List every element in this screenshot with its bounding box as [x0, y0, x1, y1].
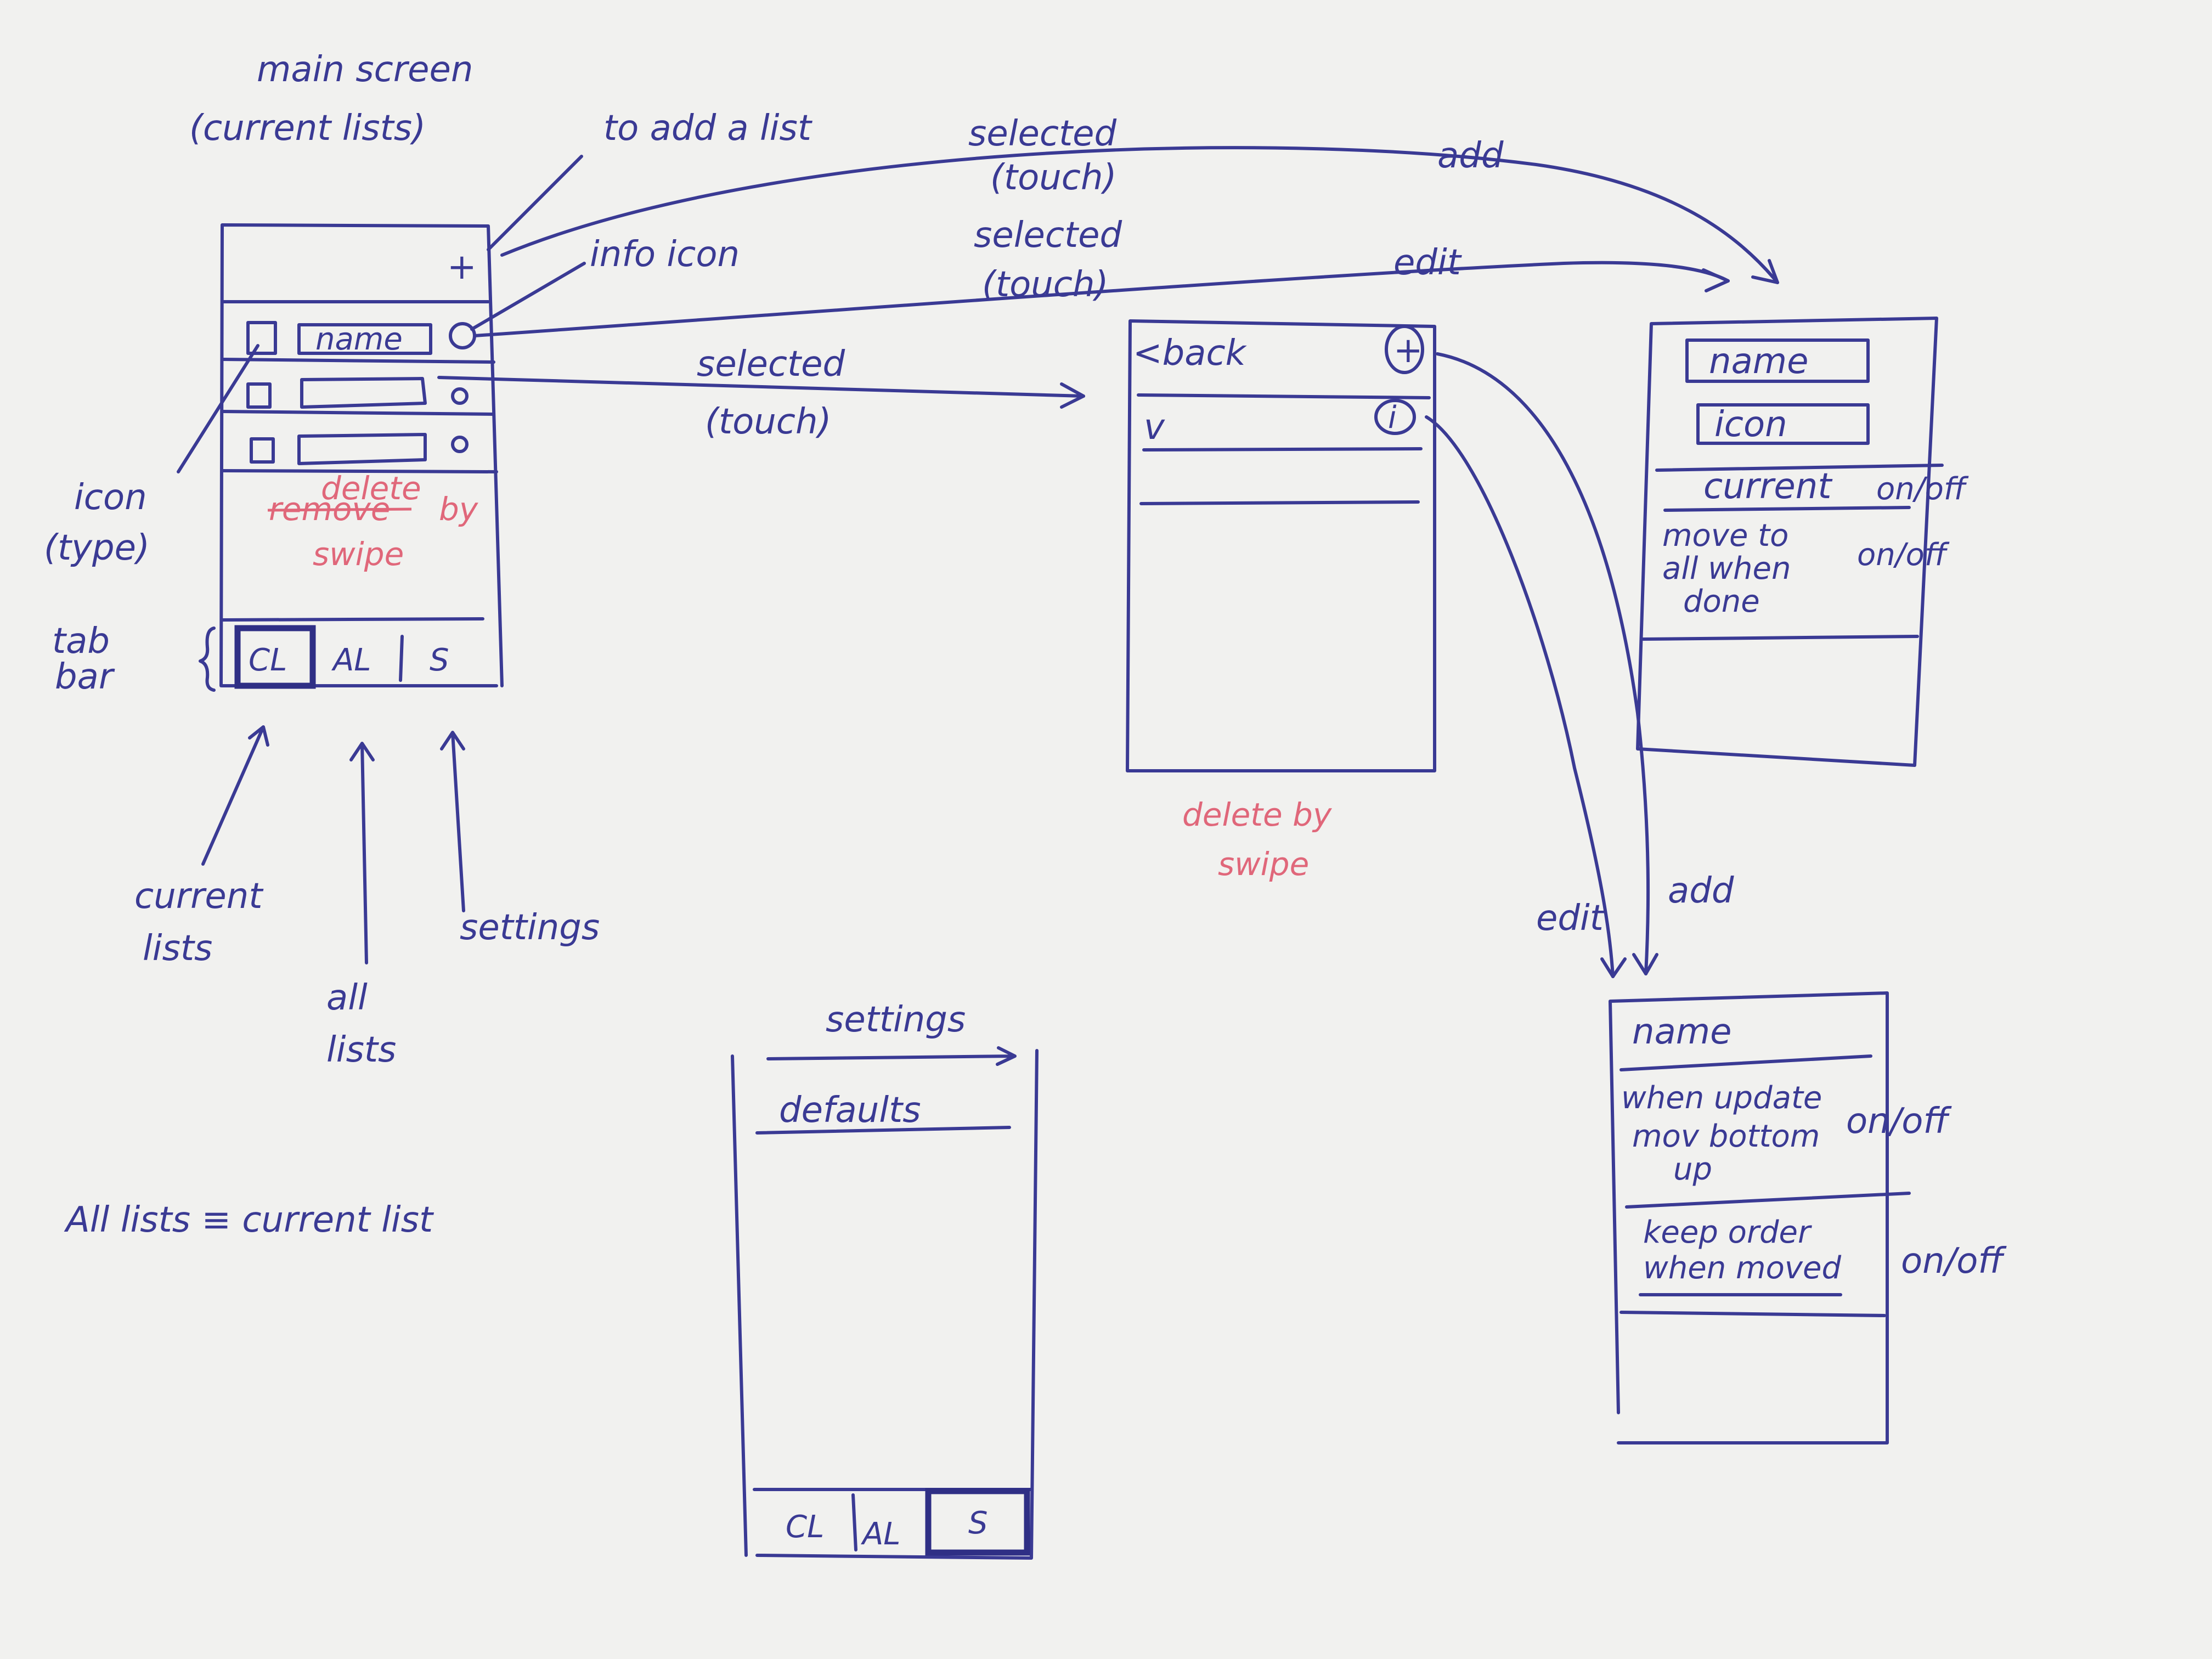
arrow-edit-list: [473, 261, 1730, 337]
settings-screen-frame: [731, 1049, 1039, 1560]
move-to-all-line-3: done: [1683, 584, 1760, 619]
edit-list-screen-frame: [1636, 317, 1938, 767]
list-name-field[interactable]: [1685, 338, 1870, 383]
list-screen-frame: [1126, 319, 1436, 772]
settings-title: settings: [826, 1000, 966, 1040]
icon-type-label-2: (type): [44, 528, 150, 568]
current-lists-label-2: lists: [143, 928, 212, 969]
main-screen-title: main screen: [257, 49, 473, 90]
move-to-all-toggle[interactable]: on/off: [1857, 537, 1950, 573]
settings-tab-al[interactable]: AL: [861, 1516, 901, 1552]
tab-bar-label: tab: [52, 621, 110, 662]
main-screen-subtitle: (current lists): [189, 108, 426, 149]
list-delete-note-2: swipe: [1218, 845, 1309, 883]
item-info-icon-outline: [1374, 399, 1416, 435]
arrow-add-list: [500, 146, 1779, 284]
item-name-label[interactable]: name: [1632, 1012, 1732, 1052]
info-icon[interactable]: [449, 322, 476, 349]
list-name-label: name: [315, 321, 403, 357]
list-type-icon: [250, 437, 275, 464]
info-icon-label: info icon: [590, 234, 740, 275]
leader-line: [177, 344, 259, 473]
transition-arrows: selected (touch) add selected (touch) ed…: [437, 114, 1779, 978]
main-screen-frame: [219, 223, 504, 687]
add-item-button[interactable]: +: [1393, 330, 1423, 371]
list-icon-field-label: icon: [1714, 404, 1787, 445]
keep-order-line-1: keep order: [1643, 1215, 1812, 1250]
delete-note-inserted: delete: [321, 470, 421, 507]
main-screen: + name delete remove by swipe CL AL S: [199, 223, 504, 692]
list-icon-field[interactable]: [1696, 403, 1870, 445]
update-line-1: when update: [1621, 1080, 1822, 1116]
keep-order-line-2: when moved: [1643, 1250, 1841, 1286]
list-type-icon: [246, 321, 277, 355]
add-label-top: add: [1437, 136, 1504, 176]
list-name-field[interactable]: [297, 323, 432, 355]
settings-tab-s[interactable]: S: [968, 1505, 988, 1541]
list-name-field[interactable]: [300, 377, 427, 409]
info-icon[interactable]: [451, 436, 469, 453]
move-to-all-line-1: move to: [1662, 518, 1788, 554]
selected-label-3: selected: [697, 344, 845, 385]
leader-line: [487, 155, 583, 251]
update-line-3: up: [1673, 1152, 1712, 1187]
arrow-add-item: [1436, 352, 1650, 975]
touch-label-1: (touch): [990, 157, 1117, 198]
settings-tab-s-active-outline: [925, 1488, 1030, 1556]
add-item-button-outline: [1385, 325, 1424, 374]
add-list-glyph[interactable]: +: [447, 247, 477, 287]
edit-item-screen: name when update mov bottom up on/off ke…: [1609, 991, 2007, 1444]
keep-order-toggle[interactable]: on/off: [1901, 1241, 2007, 1282]
delete-note-by: by: [439, 490, 478, 528]
current-label: current: [1703, 466, 1833, 507]
list-type-icon: [246, 382, 272, 409]
tab-bar-brace: [199, 627, 216, 692]
edit-list-screen: name icon current on/off move to all whe…: [1636, 317, 1969, 767]
tab-bar-label-2: bar: [55, 657, 115, 697]
all-lists-label-2: lists: [326, 1030, 396, 1070]
icon-type-label: icon: [74, 477, 147, 518]
touch-label-3: (touch): [705, 402, 832, 442]
settings-tab-label: settings: [460, 907, 600, 948]
leader-line: [470, 262, 586, 331]
edit-item-screen-frame: [1609, 991, 1889, 1444]
arrow-current-lists: [201, 725, 269, 866]
delete-note-swipe: swipe: [313, 535, 404, 573]
tab-al[interactable]: AL: [331, 642, 371, 678]
list-name-field[interactable]: [297, 433, 427, 465]
update-line-2: mov bottom: [1632, 1119, 1820, 1154]
list-name-field-label: name: [1709, 341, 1809, 382]
current-toggle[interactable]: on/off: [1876, 471, 1969, 507]
list-screen: <back + i v delete by swipe: [1126, 319, 1436, 883]
move-to-all-line-2: all when: [1662, 551, 1791, 586]
info-icon[interactable]: [451, 387, 469, 405]
edit-label-top: edit: [1393, 242, 1463, 283]
arrow-all-lists: [349, 742, 375, 964]
selected-label-1: selected: [968, 114, 1117, 154]
arrow-settings: [440, 731, 465, 912]
tab-s[interactable]: S: [430, 642, 449, 678]
to-add-list-label: to add a list: [603, 108, 813, 149]
arrow-edit-item: [1425, 415, 1615, 978]
item-checkmark[interactable]: v: [1144, 407, 1165, 448]
touch-label-2: (touch): [982, 264, 1109, 305]
item-info-icon[interactable]: i: [1388, 400, 1397, 436]
tab-cl[interactable]: CL: [249, 642, 287, 678]
defaults-row[interactable]: defaults: [779, 1090, 921, 1131]
tab-cl-active-outline: [234, 625, 316, 689]
back-button[interactable]: <back: [1133, 333, 1248, 374]
selected-label-2: selected: [974, 215, 1122, 256]
arrow-open-list: [437, 376, 1085, 398]
list-delete-note: delete by: [1182, 796, 1332, 833]
settings-screen: settings defaults CL AL S: [731, 1000, 1039, 1560]
update-toggle[interactable]: on/off: [1846, 1101, 1952, 1142]
current-lists-label: current: [134, 876, 264, 917]
edit-label-bottom: edit: [1536, 898, 1605, 939]
add-label-bottom: add: [1668, 871, 1734, 911]
main-annotations: main screen (current lists) to add a lis…: [44, 49, 813, 1240]
settings-tab-cl[interactable]: CL: [786, 1509, 824, 1545]
all-lists-label: all: [326, 978, 368, 1018]
equivalence-note: All lists ≡ current list: [64, 1200, 435, 1240]
